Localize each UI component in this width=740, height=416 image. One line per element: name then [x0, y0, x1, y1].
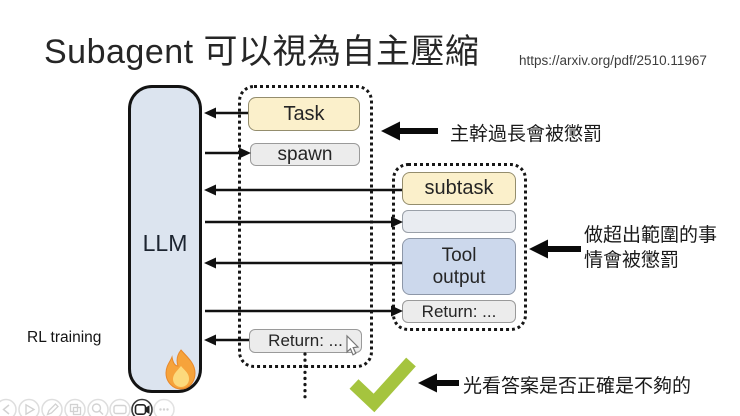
- trunk-penalty-annotation: 主幹過長會被懲罰: [450, 124, 603, 145]
- whiteboard-icon: [113, 404, 127, 415]
- scope-penalty-line2: 情會被懲罰: [584, 250, 680, 271]
- camera-icon: [134, 403, 147, 415]
- sub-return-label: Return: ...: [421, 301, 497, 321]
- search-button[interactable]: [87, 398, 109, 416]
- scope-penalty-line1: 做超出範圍的事: [584, 225, 718, 246]
- copy-icon: [69, 403, 79, 413]
- whiteboard-button[interactable]: [109, 398, 131, 416]
- main-return-node: Return: ...: [249, 329, 362, 353]
- task-label: Task: [283, 102, 325, 125]
- subagent-dashed-box: [392, 163, 527, 331]
- arxiv-link: https://arxiv.org/pdf/2510.11967: [519, 53, 707, 68]
- llm-box: LLM: [128, 85, 202, 393]
- rl-training-label: RL training: [27, 329, 102, 346]
- tool-output-label: Tool output: [432, 244, 486, 288]
- tool-output-node: Tool output: [402, 238, 516, 295]
- camera-button[interactable]: [131, 398, 153, 416]
- more-icon: [159, 408, 169, 411]
- subtask-node: subtask: [402, 172, 516, 205]
- main-return-label: Return: ...: [268, 331, 343, 350]
- back-button[interactable]: [0, 398, 17, 416]
- empty-node: [402, 210, 516, 233]
- spawn-label: spawn: [277, 143, 333, 165]
- more-button[interactable]: [153, 398, 175, 416]
- spawn-node: spawn: [250, 143, 360, 166]
- subtask-label: subtask: [424, 177, 494, 199]
- play-button[interactable]: [18, 398, 40, 416]
- scope-penalty-arrow: [529, 239, 581, 259]
- answer-check-arrow: [418, 373, 459, 393]
- page-title: Subagent 可以視為自主壓縮: [44, 33, 480, 71]
- pencil-icon: [46, 403, 59, 416]
- checkmark-icon: [349, 357, 416, 413]
- task-node: Task: [248, 97, 360, 131]
- back-icon: [2, 404, 10, 415]
- scope-penalty-annotation: 做超出範圍的事 情會被懲罰: [584, 223, 734, 273]
- annotate-pencil-button[interactable]: [41, 398, 63, 416]
- play-icon: [25, 403, 36, 416]
- answer-check-annotation: 光看答案是否正確是不夠的: [463, 376, 692, 397]
- meeting-toolbar: [0, 398, 175, 416]
- copy-button[interactable]: [64, 398, 86, 416]
- trunk-penalty-arrow: [381, 121, 438, 141]
- llm-label: LLM: [142, 230, 188, 256]
- sub-return-node: Return: ...: [402, 300, 516, 323]
- search-icon: [91, 403, 102, 413]
